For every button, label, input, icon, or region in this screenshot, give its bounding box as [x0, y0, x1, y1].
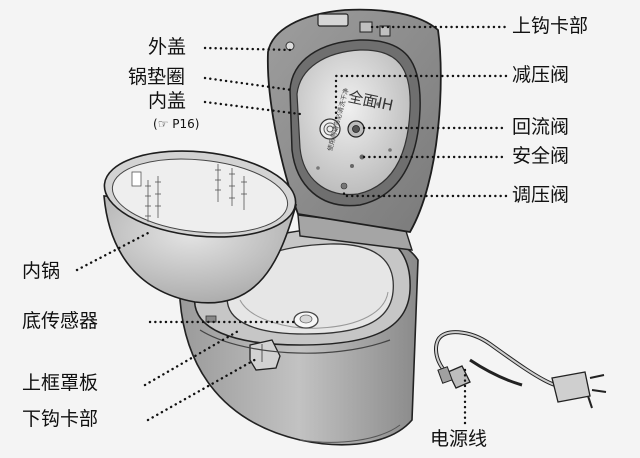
- label-upper-frame-cover: 上框罩板: [22, 372, 99, 394]
- label-inner-pot: 内锅: [22, 260, 61, 282]
- leader-lines: [75, 25, 508, 427]
- leader-inner-pot: [75, 230, 152, 272]
- label-pot-gasket: 锅垫圈: [128, 66, 186, 88]
- leader-regulating: [342, 188, 508, 198]
- upper-hook-part: [317, 13, 349, 27]
- power-cord-part: [434, 330, 607, 409]
- page-reference: (☞ P16): [153, 117, 200, 131]
- label-power-cord: 电源线: [430, 428, 488, 450]
- leader-pressure-relief: [334, 74, 508, 124]
- label-bottom-sensor: 底传感器: [22, 310, 99, 332]
- label-backflow-valve: 回流阀: [512, 116, 570, 138]
- label-pressure-relief-valve: 减压阀: [512, 64, 570, 86]
- lower-hook-part: [249, 339, 281, 371]
- leader-inner-lid: [203, 100, 302, 116]
- inner-pot-part: [103, 150, 298, 304]
- page-reference-number: P16: [172, 117, 195, 131]
- leader-outer-lid: [203, 46, 294, 52]
- label-lower-hook: 下钩卡部: [22, 408, 99, 430]
- label-pressure-regulating-valve: 调压阀: [512, 184, 570, 206]
- label-upper-hook: 上钩卡部: [512, 15, 589, 37]
- leader-pot-gasket: [203, 76, 294, 92]
- label-safety-valve: 安全阀: [512, 145, 570, 167]
- plug-icon: [551, 371, 607, 409]
- leader-lower-hook: [146, 356, 260, 422]
- label-outer-lid: 外盖: [148, 36, 187, 58]
- label-inner-lid: 内盖: [148, 90, 187, 112]
- inner-lid-part: 全面IH 使用前请务必清洗干净: [289, 39, 421, 207]
- hand-pointer-icon: ☞: [157, 117, 169, 131]
